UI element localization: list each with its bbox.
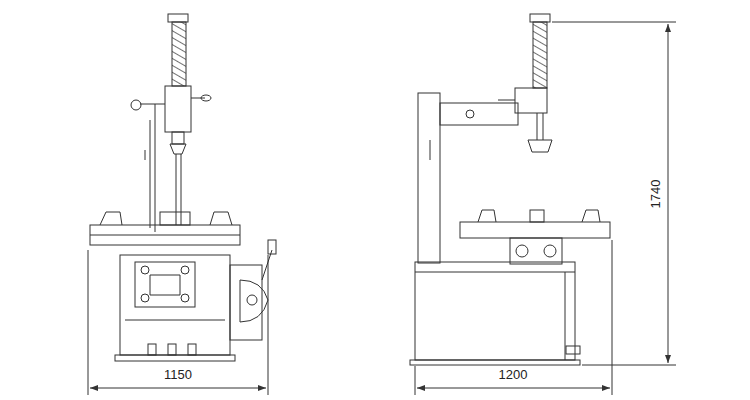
dimension-label: 1200 [498, 368, 529, 382]
dimension-label: 1150 [163, 368, 193, 382]
dimension-label: 1740 [649, 179, 663, 210]
